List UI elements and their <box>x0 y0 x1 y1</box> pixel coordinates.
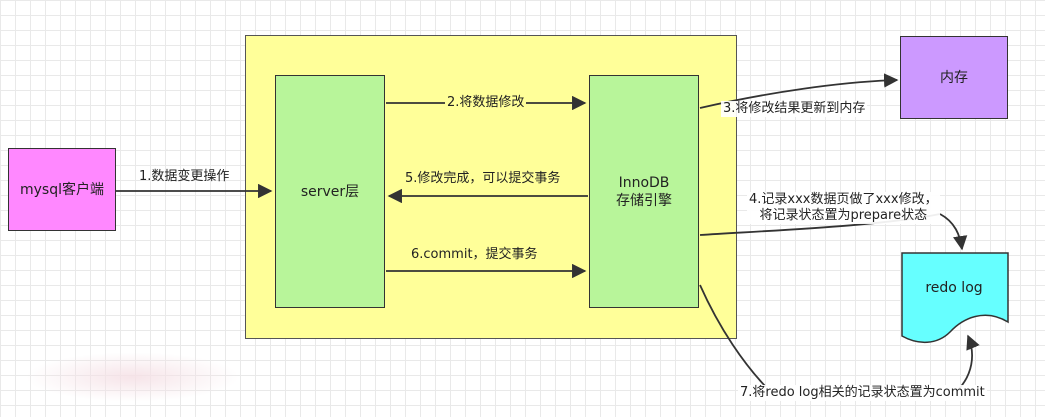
step4-label: 4.记录xxx数据页做了xxx修改， 将记录状态置为prepare状态 <box>747 192 940 224</box>
line-step7 <box>699 284 767 388</box>
memory-node: 内存 <box>900 36 1008 119</box>
redo-log-label: redo log <box>925 280 983 296</box>
innodb-label-line2: 存储引擎 <box>616 192 672 209</box>
step3-label: 3.将修改结果更新到内存 <box>721 101 868 117</box>
server-layer-node: server层 <box>275 75 385 308</box>
memory-label: 内存 <box>940 69 968 86</box>
step1-label: 1.数据变更操作 <box>139 169 230 184</box>
blurred-watermark <box>25 352 240 402</box>
innodb-engine-node: InnoDB 存储引擎 <box>589 75 699 308</box>
step4-label-line1: 4.记录xxx数据页做了xxx修改， <box>749 192 938 207</box>
arrow-step4 <box>939 213 968 251</box>
server-label: server层 <box>300 183 360 200</box>
mysql-client-node: mysql客户端 <box>8 148 116 231</box>
step2-label: 2.将数据修改 <box>445 95 527 111</box>
step5-label: 5.修改完成，可以提交事务 <box>403 171 563 187</box>
redo-log-document-shape <box>901 252 1009 343</box>
innodb-label-line1: InnoDB <box>618 174 670 191</box>
step4-label-line2: 将记录状态置为prepare状态 <box>759 208 928 223</box>
step7-label: 7.将redo log相关的记录状态置为commit <box>738 385 987 401</box>
step6-label: 6.commit，提交事务 <box>409 247 540 263</box>
arrow-step7 <box>957 334 980 391</box>
client-label: mysql客户端 <box>20 181 104 198</box>
